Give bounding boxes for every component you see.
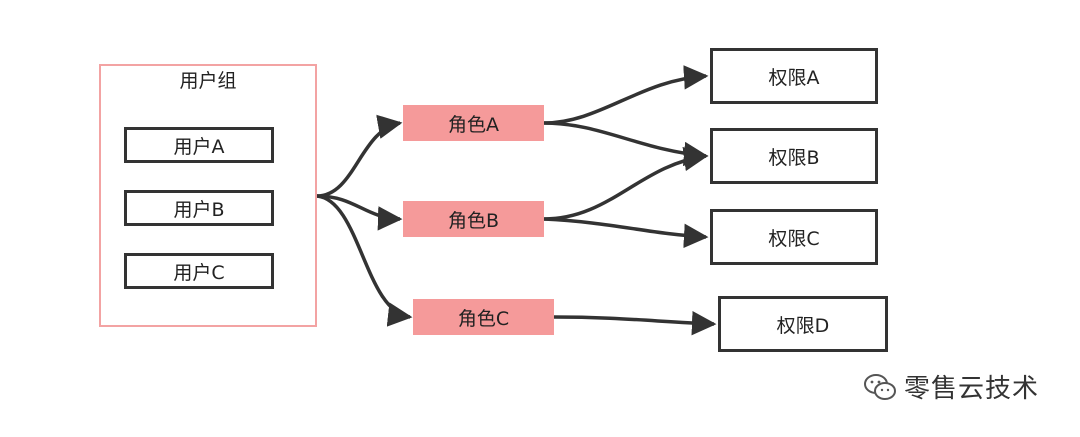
role-label: 角色A	[448, 113, 499, 136]
user-label: 用户A	[173, 135, 225, 158]
edge-group-to-role-a	[316, 114, 403, 198]
permission-label: 权限A	[768, 66, 820, 89]
edge-role-c-to-perm-d	[553, 310, 717, 336]
user-group-box	[99, 64, 317, 327]
role-node-b: 角色B	[403, 201, 544, 237]
permission-label: 权限B	[768, 146, 820, 169]
user-node-c: 用户C	[124, 253, 274, 289]
watermark-text: 零售云技术	[904, 374, 1040, 404]
edge-group-to-role-b	[316, 194, 403, 231]
permission-node-d: 权限D	[718, 296, 888, 352]
wechat-icon	[864, 373, 896, 400]
permission-label: 权限C	[768, 227, 820, 250]
permission-label: 权限D	[776, 314, 830, 337]
permission-node-b: 权限B	[710, 128, 878, 184]
user-group-title: 用户组	[179, 70, 237, 92]
user-label: 用户C	[173, 261, 225, 284]
edge-role-b-to-perm-c	[543, 217, 709, 249]
role-label: 角色C	[457, 307, 510, 330]
watermark: 零售云技术	[862, 368, 1039, 405]
user-label: 用户B	[173, 198, 225, 221]
role-node-c: 角色C	[413, 299, 554, 335]
role-label: 角色B	[447, 209, 500, 232]
permission-node-a: 权限A	[710, 48, 878, 104]
edge-role-a-to-perm-b	[543, 121, 709, 167]
user-node-b: 用户B	[124, 190, 274, 226]
permission-node-c: 权限C	[710, 209, 878, 265]
user-node-a: 用户A	[124, 127, 274, 163]
role-node-a: 角色A	[403, 105, 544, 141]
edge-role-a-to-perm-a	[543, 65, 709, 125]
edge-group-to-role-c	[316, 194, 413, 327]
edge-role-b-to-perm-b	[543, 146, 709, 221]
